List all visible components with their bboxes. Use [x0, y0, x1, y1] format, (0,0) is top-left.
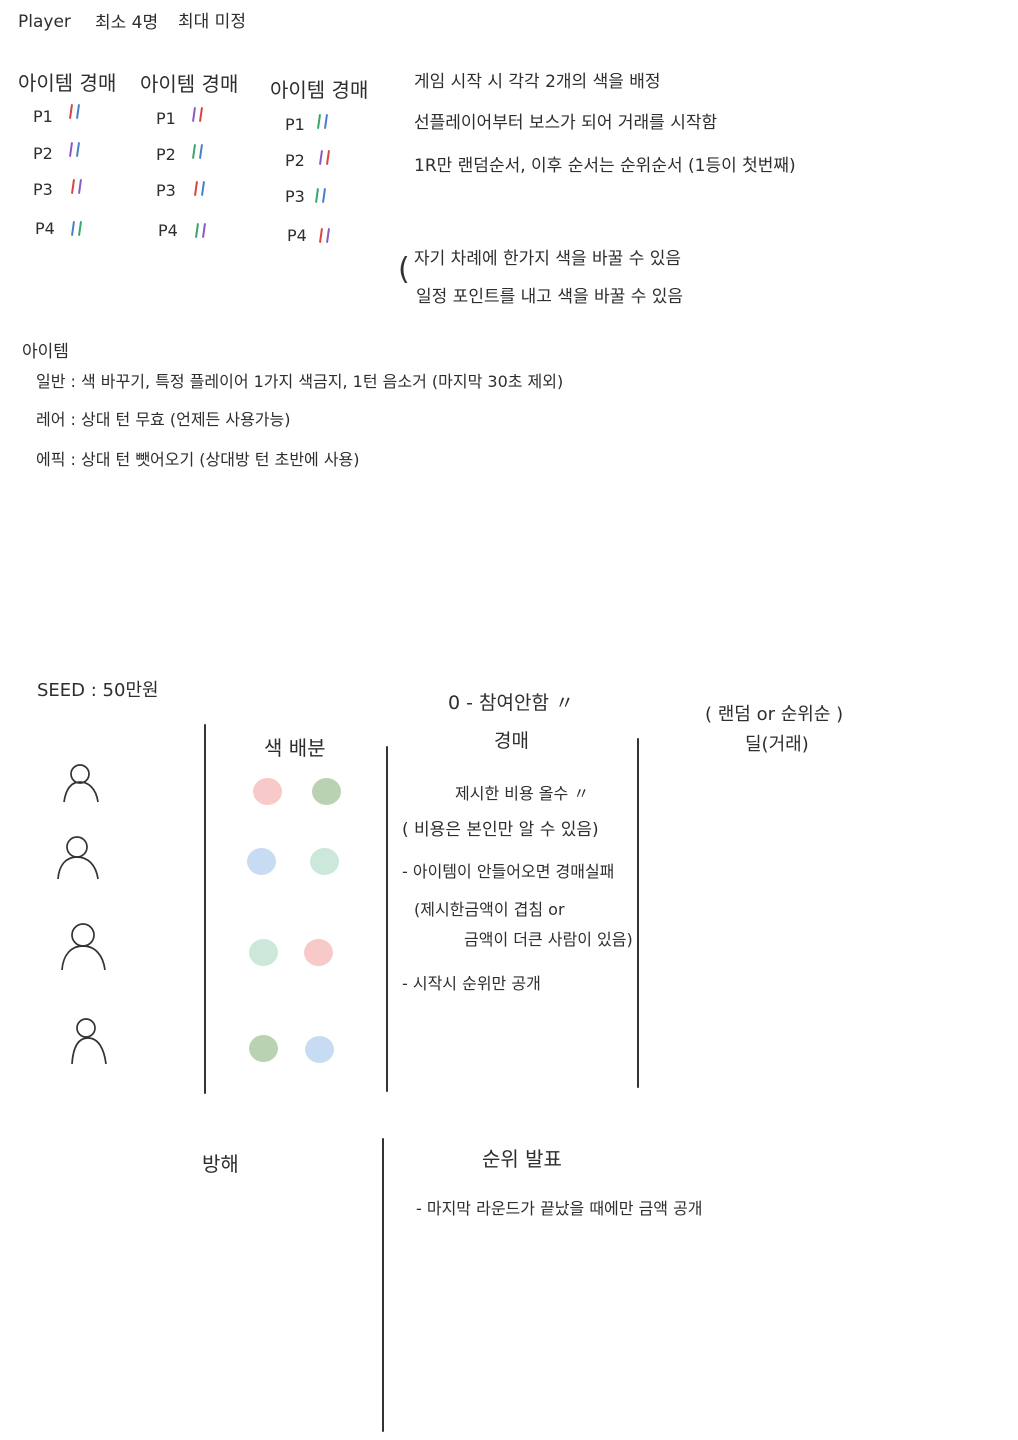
player-label: Player [18, 12, 71, 32]
color-tick [318, 149, 324, 166]
player-label: P3 [33, 180, 53, 199]
auction-note: 0 - 참여안함 〃 [448, 692, 574, 714]
item-rare: 레어 : 상대 턴 무효 (언제든 사용가능) [36, 410, 291, 429]
player-label: P3 [156, 181, 176, 200]
player-icon [71, 1018, 107, 1065]
brace-mark: ( [398, 252, 410, 287]
color-tick [191, 106, 197, 123]
color-tick [191, 143, 197, 160]
divider-line [382, 1138, 384, 1432]
auction-column-title: 아이템 경매 [18, 71, 117, 95]
color-tick [314, 187, 320, 204]
color-dot [305, 1036, 334, 1063]
color-tick [316, 113, 322, 130]
player-label: P1 [156, 109, 176, 128]
rank-note: - 마지막 라운드가 끝났을 때에만 금액 공개 [416, 1199, 703, 1218]
item-epic: 에픽 : 상대 턴 뺏어오기 (상대방 턴 초반에 사용) [36, 450, 360, 469]
rule-line: 1R만 랜덤순서, 이후 순서는 순위순서 (1등이 첫번째) [414, 156, 796, 176]
hinder-header: 방해 [202, 1152, 239, 1176]
color-tick [201, 222, 207, 239]
color-ticks [70, 178, 83, 195]
player-label: P1 [285, 115, 305, 134]
color-distribution-header: 색 배분 [264, 736, 326, 760]
color-dot [310, 848, 339, 875]
color-ticks [191, 143, 204, 160]
color-tick [200, 180, 206, 197]
auction-column-title: 아이템 경매 [270, 78, 369, 102]
color-tick [318, 227, 324, 244]
color-tick [68, 103, 74, 120]
color-ticks [316, 113, 329, 130]
color-ticks [194, 222, 207, 239]
auction-column-title: 아이템 경매 [140, 72, 239, 96]
color-ticks [68, 103, 81, 120]
color-ticks [68, 141, 81, 158]
color-tick [198, 143, 204, 160]
color-dot [253, 778, 282, 805]
color-tick [70, 220, 76, 237]
rule-line: 게임 시작 시 각각 2개의 색을 배정 [414, 72, 661, 92]
color-ticks [70, 220, 83, 237]
color-tick [70, 178, 76, 195]
divider-line [637, 738, 639, 1088]
auction-line: - 시작시 순위만 공개 [402, 974, 541, 993]
rank-header: 순위 발표 [482, 1147, 562, 1171]
auction-line: (제시한금액이 겹침 or [414, 900, 565, 919]
color-tick [325, 149, 331, 166]
deal-note: ( 랜덤 or 순위순 ) [705, 704, 844, 725]
player-icon [63, 764, 99, 803]
color-ticks [193, 180, 206, 197]
player-label: P4 [35, 219, 55, 238]
player-label: P4 [287, 226, 307, 245]
color-ticks [191, 106, 204, 123]
color-ticks [318, 227, 331, 244]
color-tick [75, 141, 81, 158]
rule-option: 일정 포인트를 내고 색을 바꿀 수 있음 [416, 287, 684, 307]
auction-line: 금액이 더큰 사람이 있음) [464, 930, 633, 949]
color-dot [247, 848, 276, 875]
auction-header: 경매 [494, 730, 529, 752]
color-dot [249, 939, 278, 966]
player-label: P4 [158, 221, 178, 240]
max-players: 최대 미정 [178, 12, 246, 32]
color-dot [312, 778, 341, 805]
min-players: 최소 4명 [95, 13, 159, 33]
items-title: 아이템 [22, 342, 69, 362]
auction-line: 제시한 비용 올수 〃 [455, 784, 590, 803]
color-dot [249, 1035, 278, 1062]
player-label: P3 [285, 187, 305, 206]
player-label: P2 [33, 144, 53, 163]
item-normal: 일반 : 색 바꾸기, 특정 플레이어 1가지 색금지, 1턴 음소거 (마지막… [36, 372, 564, 391]
color-ticks [314, 187, 327, 204]
divider-line [386, 746, 388, 1092]
player-label: P1 [33, 107, 53, 126]
color-tick [194, 222, 200, 239]
rule-line: 선플레이어부터 보스가 되어 거래를 시작함 [414, 113, 718, 133]
player-icon [61, 923, 106, 971]
divider-line [204, 724, 206, 1094]
color-tick [321, 187, 327, 204]
color-tick [75, 103, 81, 120]
seed-amount: SEED : 50만원 [37, 680, 159, 701]
rule-option: 자기 차례에 한가지 색을 바꿀 수 있음 [414, 249, 682, 269]
color-tick [198, 106, 204, 123]
player-label: P2 [156, 145, 176, 164]
color-ticks [318, 149, 331, 166]
color-dot [304, 939, 333, 966]
player-label: P2 [285, 151, 305, 170]
auction-line: - 아이템이 안들어오면 경매실패 [402, 862, 615, 881]
auction-line: ( 비용은 본인만 알 수 있음) [402, 820, 599, 840]
player-icon [57, 836, 99, 880]
color-tick [193, 180, 199, 197]
deal-header: 딜(거래) [745, 734, 809, 755]
color-tick [68, 141, 74, 158]
color-tick [325, 227, 331, 244]
color-tick [323, 113, 329, 130]
color-tick [77, 220, 83, 237]
color-tick [77, 178, 83, 195]
